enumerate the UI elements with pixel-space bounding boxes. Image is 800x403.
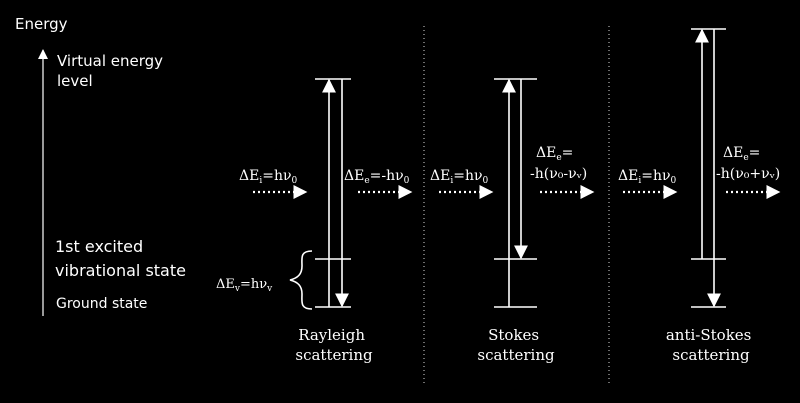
emitted-energy-label: ΔEe=-hν0 bbox=[344, 168, 410, 186]
vibrational-gap-brace bbox=[289, 250, 313, 310]
vibrational-energy-label: ΔEv=hνv bbox=[216, 277, 273, 294]
rayleigh-panel: ΔEi=hν0 ΔEe=-hν0 Rayleigh scattering bbox=[239, 78, 413, 364]
stokes-panel: ΔEi=hν0 ΔEe= -h(ν₀-νᵥ) Stokes scattering bbox=[430, 78, 595, 364]
panel-title: Stokes scattering bbox=[477, 326, 555, 364]
incident-energy-label: ΔEi=hν0 bbox=[239, 168, 298, 186]
incident-energy-label: ΔEi=hν0 bbox=[618, 168, 677, 186]
panel-title: Rayleigh scattering bbox=[295, 326, 373, 364]
emitted-energy-formula: -h(ν₀+νᵥ) bbox=[716, 166, 780, 182]
emitted-energy-formula: -h(ν₀-νᵥ) bbox=[530, 166, 587, 182]
energy-axis-title: Energy bbox=[15, 15, 68, 33]
panel-title: anti-Stokes scattering bbox=[666, 326, 756, 364]
excited-state-label: 1st excited vibrational state bbox=[55, 237, 186, 280]
emitted-energy-label: ΔEe= bbox=[536, 145, 573, 163]
ground-state-label: Ground state bbox=[56, 296, 147, 312]
emitted-energy-label: ΔEe= bbox=[723, 145, 760, 163]
virtual-level-label: Virtual energy level bbox=[57, 52, 168, 90]
anti-stokes-panel: ΔEi=hν0 ΔEe= -h(ν₀+νᵥ) anti-Stokes scatt… bbox=[618, 28, 781, 364]
incident-energy-label: ΔEi=hν0 bbox=[430, 168, 489, 186]
